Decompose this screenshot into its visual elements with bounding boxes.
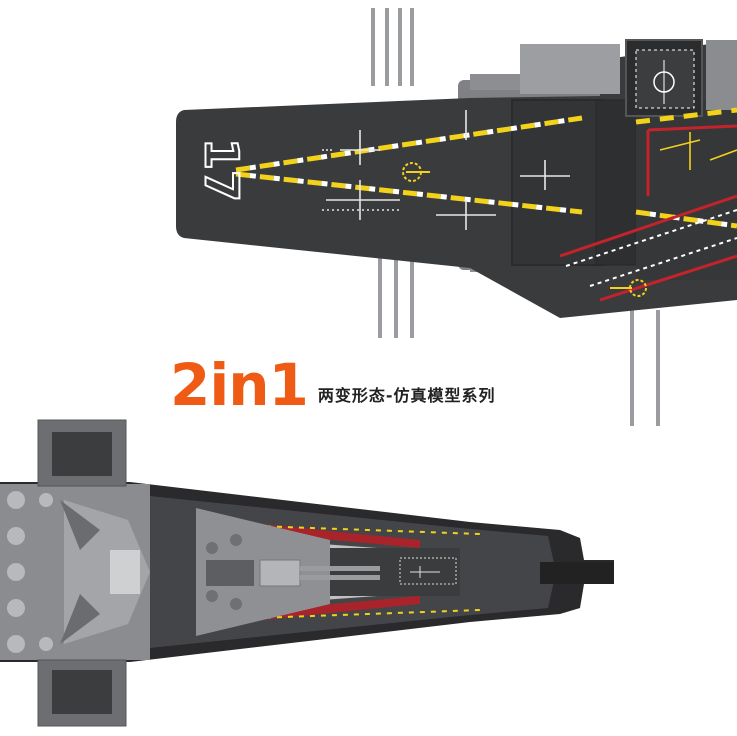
angled-deck-lines — [559, 124, 737, 302]
headline-subtitle: 两变形态-仿真模型系列 — [317, 386, 496, 405]
island-structure — [520, 39, 737, 117]
antenna-poles-bottom — [378, 250, 660, 426]
headline-main: 2in1 — [170, 351, 309, 419]
deck-stripes — [235, 107, 737, 229]
stern-tower — [0, 419, 150, 727]
deck-target-mark — [402, 162, 647, 297]
hull-number: 17 — [195, 138, 249, 202]
antenna-poles-top — [371, 8, 414, 86]
headline: 2in1 两变形态-仿真模型系列 — [170, 356, 496, 414]
main-gun-turret — [259, 559, 380, 587]
carrier-deck-model: 17 — [176, 8, 737, 426]
deck-markings — [322, 110, 570, 230]
battleship-model — [0, 419, 614, 727]
